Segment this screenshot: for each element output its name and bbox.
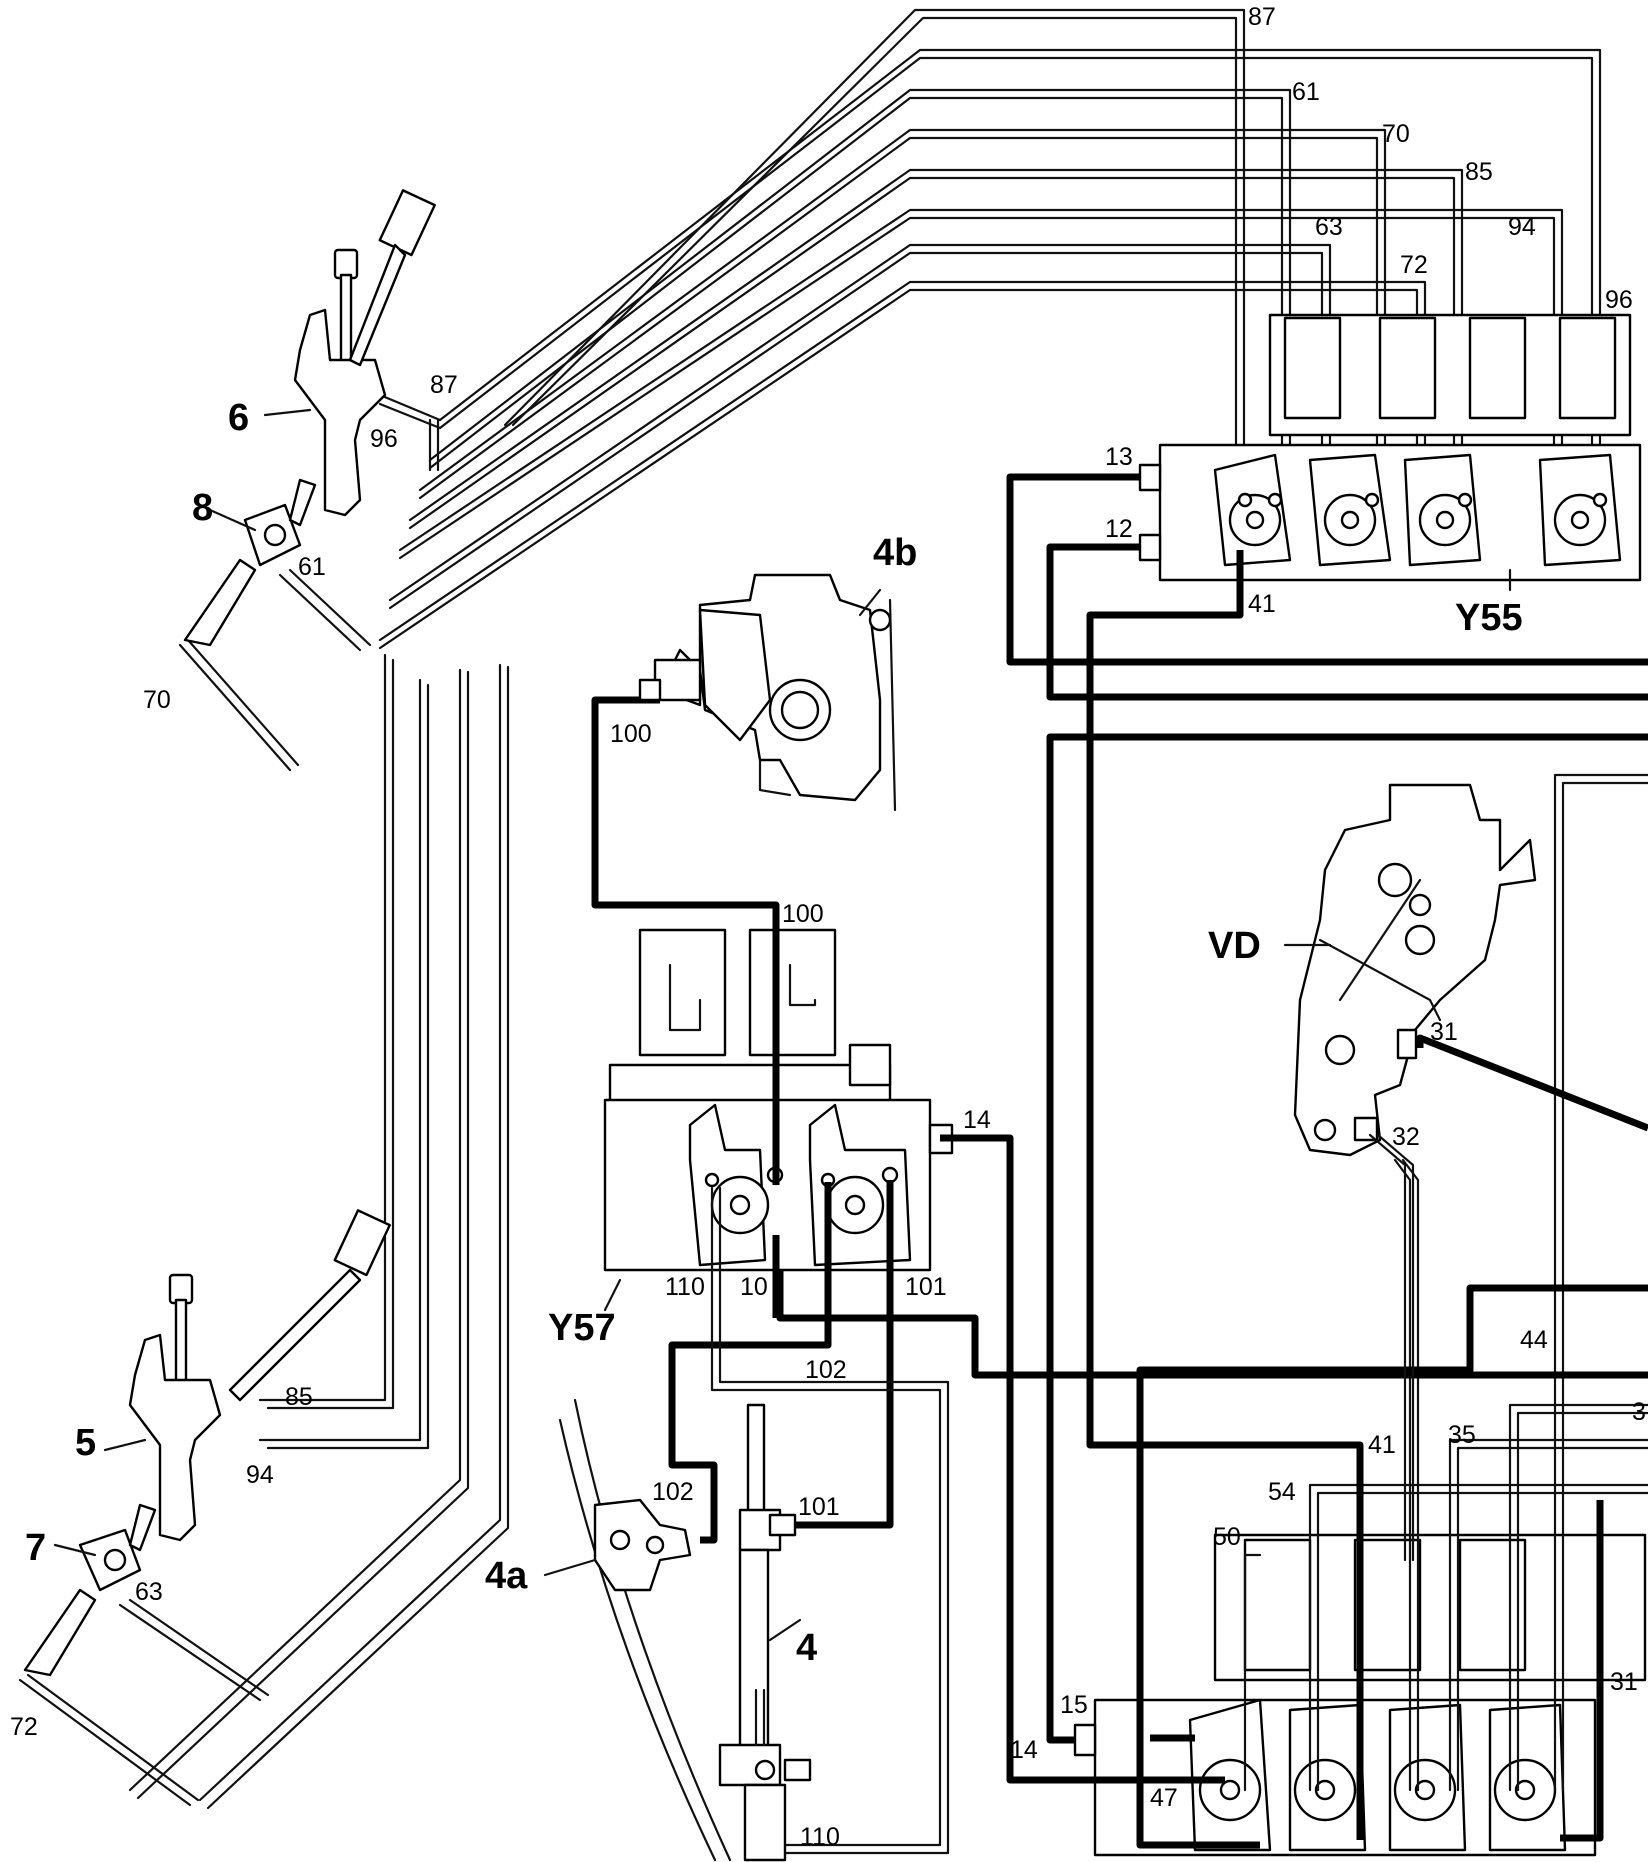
component-labels: 6 8 5 7 4 4a 4b VD Y55 Y57 (25, 397, 1523, 1669)
line-label: 70 (143, 686, 171, 714)
line-label: 87 (1248, 3, 1276, 31)
line-label: 3 (1632, 1398, 1646, 1426)
label-4a: 4a (485, 1555, 528, 1597)
label-8: 8 (192, 487, 213, 529)
line-label: 47 (1150, 1784, 1178, 1812)
label-4-leader (768, 1618, 802, 1642)
line-label: 41 (1248, 590, 1276, 618)
line-label: 94 (246, 1461, 274, 1489)
line-label: 61 (1292, 78, 1320, 106)
y55-port-1 (1213, 453, 1292, 567)
line-label: 72 (10, 1713, 38, 1741)
y55-port-2 (1308, 453, 1392, 567)
line-label: 110 (800, 1823, 840, 1851)
thick-pressure-lines (776, 473, 1648, 1849)
cylinder-4 (718, 1403, 812, 1862)
valve-block-lower (1073, 773, 1648, 1857)
line-label: 101 (798, 1493, 840, 1521)
switch-8 (183, 478, 317, 647)
line-label: 102 (652, 1478, 694, 1506)
line-label: 96 (370, 425, 398, 453)
line-label: 63 (1315, 213, 1343, 241)
line-label: 50 (1213, 1523, 1241, 1551)
line-label: 14 (963, 1106, 991, 1134)
line-label: 63 (135, 1578, 163, 1606)
lower-port-15 (1073, 1723, 1097, 1757)
label-4: 4 (796, 1627, 817, 1669)
label-7: 7 (25, 1527, 46, 1569)
valve-block-y57 (603, 928, 954, 1272)
line-label: 32 (1392, 1123, 1420, 1151)
y55-port-12 (1138, 533, 1162, 562)
line-label: 61 (298, 553, 326, 581)
line-label: 101 (905, 1273, 947, 1301)
frame-arc-inner (558, 1418, 717, 1862)
y55-port-13 (1138, 463, 1162, 492)
line-label: 13 (1105, 443, 1133, 471)
vd-valve (1293, 783, 1537, 1157)
line-label: 12 (1105, 515, 1133, 543)
frame-arc-outer (573, 1398, 732, 1862)
valve-block-y55 (1138, 313, 1642, 592)
switch-5 (128, 1209, 391, 1542)
line-label: 100 (610, 720, 652, 748)
label-5: 5 (75, 1422, 96, 1464)
label-y57: Y57 (548, 1307, 616, 1349)
lock-4a (593, 1498, 692, 1592)
line-label: 41 (1368, 1431, 1396, 1459)
line-label: 110 (665, 1273, 705, 1301)
y55-port-4 (1538, 453, 1622, 567)
lock-4b (638, 573, 897, 812)
label-6: 6 (228, 397, 249, 439)
switch-7 (23, 1503, 157, 1677)
line-label: 15 (1060, 1691, 1088, 1719)
line-label: 96 (1605, 286, 1633, 314)
label-4b: 4b (873, 532, 917, 574)
switch-6 (293, 189, 436, 517)
line-label: 14 (1010, 1736, 1038, 1764)
line-label: 35 (1448, 1421, 1476, 1449)
line-label: 87 (430, 371, 458, 399)
line-label: 102 (805, 1356, 847, 1384)
line-label: 94 (1508, 213, 1536, 241)
y55-port-3 (1403, 453, 1482, 567)
label-y55: Y55 (1455, 597, 1523, 639)
line-label: 31 (1610, 1668, 1638, 1696)
line-label: 70 (1382, 120, 1410, 148)
line-label: 54 (1268, 1478, 1296, 1506)
y57-lines (591, 696, 1010, 1855)
line-label: 85 (285, 1383, 313, 1411)
line-label: 10 (740, 1273, 768, 1301)
line-label: 100 (782, 900, 824, 928)
line-label: 85 (1465, 158, 1493, 186)
label-vd: VD (1208, 925, 1261, 967)
line-label: 72 (1400, 251, 1428, 279)
vd-line-32 (1368, 1133, 1407, 1562)
line-number-labels: 87 61 70 85 63 94 72 96 87 96 61 70 13 1… (10, 3, 1646, 1851)
line-label: 44 (1520, 1326, 1548, 1354)
line-label: 31 (1430, 1018, 1458, 1046)
